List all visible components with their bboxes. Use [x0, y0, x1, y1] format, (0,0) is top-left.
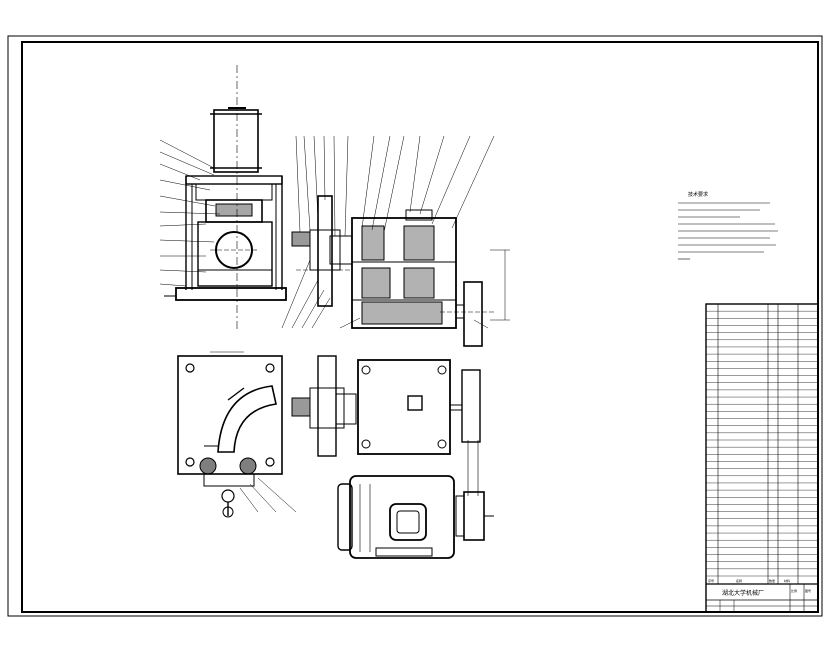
- bom-header-qty: 数量: [769, 578, 775, 583]
- bom-header-material: 材料: [784, 578, 790, 583]
- bill-of-materials: [705, 303, 819, 613]
- outer-frame: [7, 35, 823, 617]
- title-school: 湖北大学机械厂: [722, 589, 764, 597]
- title-block: [706, 583, 818, 612]
- cylinder-body: [213, 109, 259, 173]
- notes-heading: 技术要求: [688, 191, 708, 198]
- main-assembly-view: [159, 65, 287, 330]
- plan-base: [177, 355, 283, 475]
- bom-header-no: 序号: [708, 578, 714, 583]
- title-scale-label: 比例: [791, 588, 797, 593]
- gearbox-top-view: [291, 355, 481, 496]
- motor-pulley: [463, 491, 485, 541]
- bom-table: [705, 303, 819, 613]
- bom-header-name: 名称: [736, 578, 742, 583]
- gearbox-section: [351, 217, 457, 329]
- elbow-channel: [217, 385, 277, 453]
- title-sheet-label: 图号: [805, 588, 811, 593]
- inner-frame: [21, 41, 819, 613]
- motor-view: [337, 475, 494, 559]
- side-section-view: [281, 135, 510, 347]
- output-pulley: [463, 281, 483, 347]
- base-plate: [175, 287, 287, 301]
- technical-notes: 技术要求: [678, 191, 778, 260]
- motor-body: [349, 475, 455, 559]
- gearbox-cover: [357, 359, 451, 455]
- bottom-plan-view: [177, 351, 297, 518]
